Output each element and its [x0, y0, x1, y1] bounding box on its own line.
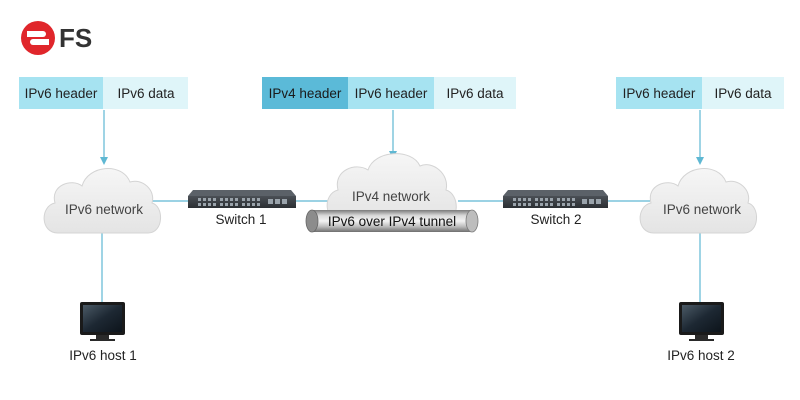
cloud-icon [326, 153, 457, 223]
tunnel-label: IPv6 over IPv4 tunnel [328, 214, 456, 229]
switch-1: Switch 1 [188, 190, 296, 227]
ipv4-header-cell [262, 77, 348, 109]
fs-logo: FS [21, 21, 92, 55]
host-label: IPv6 host 1 [69, 348, 137, 363]
tunnel-body [312, 210, 472, 232]
cloud-label: IPv6 network [663, 202, 741, 217]
ipv6-data-cell [702, 77, 784, 109]
cloud-icon [43, 168, 161, 234]
fs-logo-mark [21, 21, 55, 55]
host-1: IPv6 host 1 [69, 302, 137, 363]
cloud-left: IPv6 network [43, 168, 161, 234]
ipv6-data-label: IPv6 data [446, 86, 504, 101]
ipv6-header-cell [348, 77, 434, 109]
cloud-middle: IPv4 network [326, 153, 457, 223]
monitor-stand [695, 335, 708, 339]
ipv6-data-label: IPv6 data [714, 86, 772, 101]
switch-label: Switch 1 [215, 212, 266, 227]
ipv6-header-label: IPv6 header [355, 86, 428, 101]
switch-label: Switch 2 [530, 212, 581, 227]
fs-logo-stripe [27, 31, 46, 37]
switch-top-face [503, 190, 608, 196]
cloud-icon [639, 168, 757, 234]
host-2: IPv6 host 2 [667, 302, 735, 363]
monitor-screen-icon [682, 305, 721, 332]
arrow-head-left [100, 157, 108, 165]
fs-logo-stripe [30, 39, 49, 45]
tunnel-end-right [465, 209, 479, 233]
ipv6-header-label: IPv6 header [623, 86, 696, 101]
switch-port-row [513, 198, 601, 206]
connection-lines [100, 110, 704, 303]
monitor-stand [96, 335, 109, 339]
packet-middle: IPv4 header IPv6 header IPv6 data [262, 77, 516, 109]
ipv6-header-label: IPv6 header [25, 86, 98, 101]
cloud-label: IPv6 network [65, 202, 143, 217]
monitor-base [90, 339, 115, 341]
tunnel-pipe: IPv6 over IPv4 tunnel [305, 209, 479, 233]
ipv6-header-cell [616, 77, 702, 109]
tunnel-end-left [305, 209, 319, 233]
ipv6-data-cell [103, 77, 188, 109]
fs-logo-text: FS [59, 23, 92, 53]
ipv6-data-label: IPv6 data [117, 86, 175, 101]
ipv6-data-cell [434, 77, 516, 109]
host-label: IPv6 host 2 [667, 348, 735, 363]
packet-right: IPv6 header IPv6 data [616, 77, 784, 109]
monitor-base [689, 339, 714, 341]
monitor-screen-icon [83, 305, 122, 332]
switch-port-row [198, 198, 287, 206]
cloud-right: IPv6 network [639, 168, 757, 234]
switch-2: Switch 2 [503, 190, 608, 227]
arrow-head-right [696, 157, 704, 165]
switch-top-face [188, 190, 296, 196]
cloud-label: IPv4 network [352, 189, 430, 204]
ipv4-header-label: IPv4 header [269, 86, 342, 101]
packet-left: IPv6 header IPv6 data [19, 77, 188, 109]
ipv6-header-cell [19, 77, 103, 109]
